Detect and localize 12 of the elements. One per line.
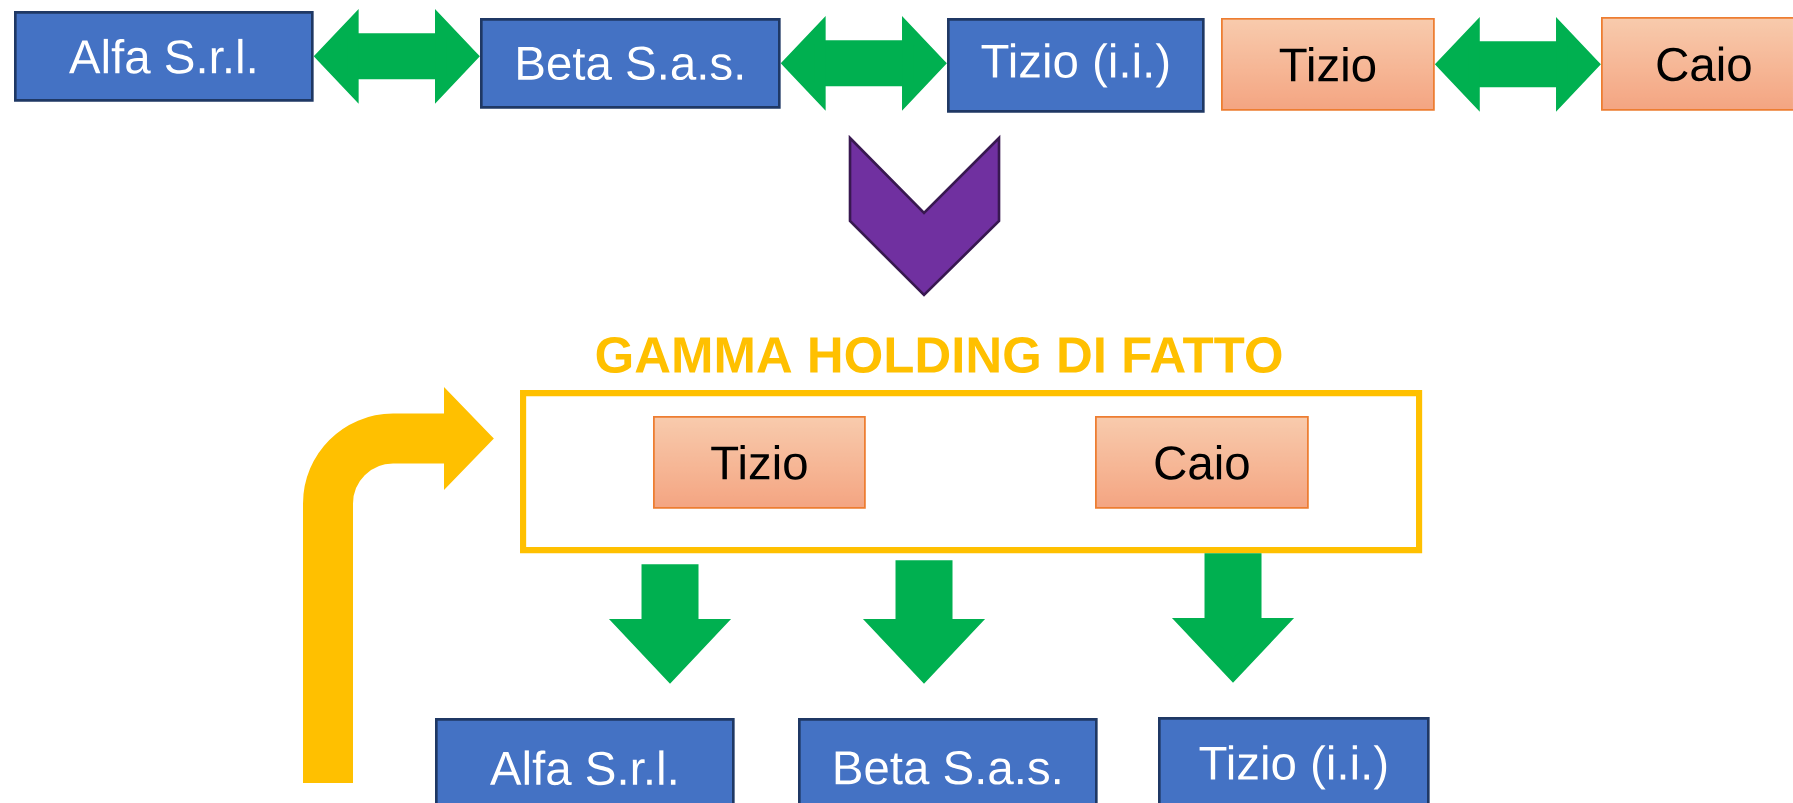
chevron-arrow	[848, 134, 1001, 297]
company-box: Beta S.a.s.	[480, 18, 781, 109]
person-box: Tizio	[653, 416, 866, 509]
company-box: Alfa S.r.l.	[14, 11, 314, 102]
company-box: Alfa S.r.l.	[435, 718, 735, 803]
heading: GAMMA HOLDING DI FATTO	[596, 336, 1282, 374]
person-box: Tizio	[1221, 18, 1435, 111]
company-box: Tizio (i.i.)	[947, 18, 1205, 113]
company-box: Beta S.a.s.	[798, 718, 1098, 803]
company-box: Tizio (i.i.)	[1158, 717, 1430, 803]
person-box: Caio	[1095, 416, 1309, 509]
person-box: Caio	[1601, 17, 1793, 111]
